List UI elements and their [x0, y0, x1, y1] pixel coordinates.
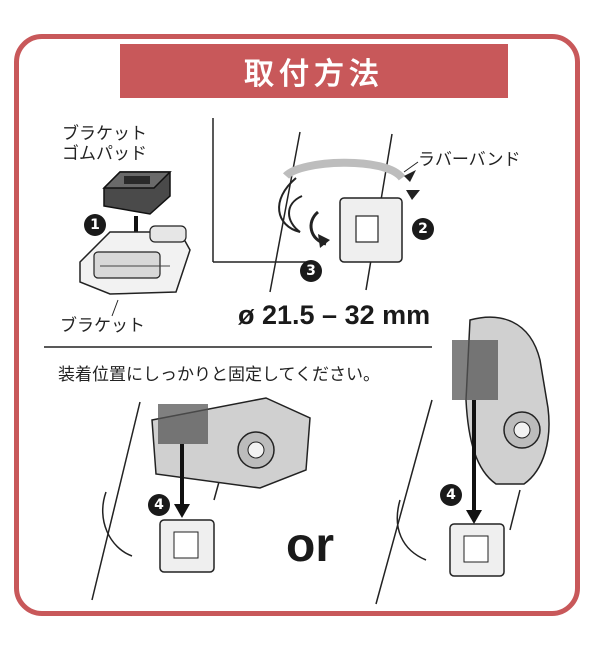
rubber-pad-drawing [102, 171, 172, 215]
step-1-badge: 1 [84, 214, 106, 236]
light-vertical-drawing [375, 316, 550, 605]
rubber-band-drawing [269, 131, 420, 293]
label-rubber-band: ラバーバンド [418, 150, 521, 170]
page-title: 取付方法 [244, 57, 384, 92]
label-bracket: ブラケット [60, 316, 145, 336]
title-banner: 取付方法 [120, 44, 508, 98]
label-bracket-line1: ブラケット [62, 124, 147, 144]
light-horizontal-drawing [91, 397, 311, 601]
step-2-badge: 2 [412, 218, 434, 240]
step-4-badge-left: 4 [148, 494, 170, 516]
step-4-badge-right: 4 [440, 484, 462, 506]
step-3-badge: 3 [300, 260, 322, 282]
or-separator: or [286, 519, 334, 572]
instruction-text: 装着位置にしっかりと固定してください。 [58, 365, 380, 385]
bracket-drawing [79, 225, 191, 317]
diameter-range: ø 21.5 – 32 mm [238, 300, 431, 330]
label-rubber-pad-line2: ゴムパッド [62, 144, 147, 164]
